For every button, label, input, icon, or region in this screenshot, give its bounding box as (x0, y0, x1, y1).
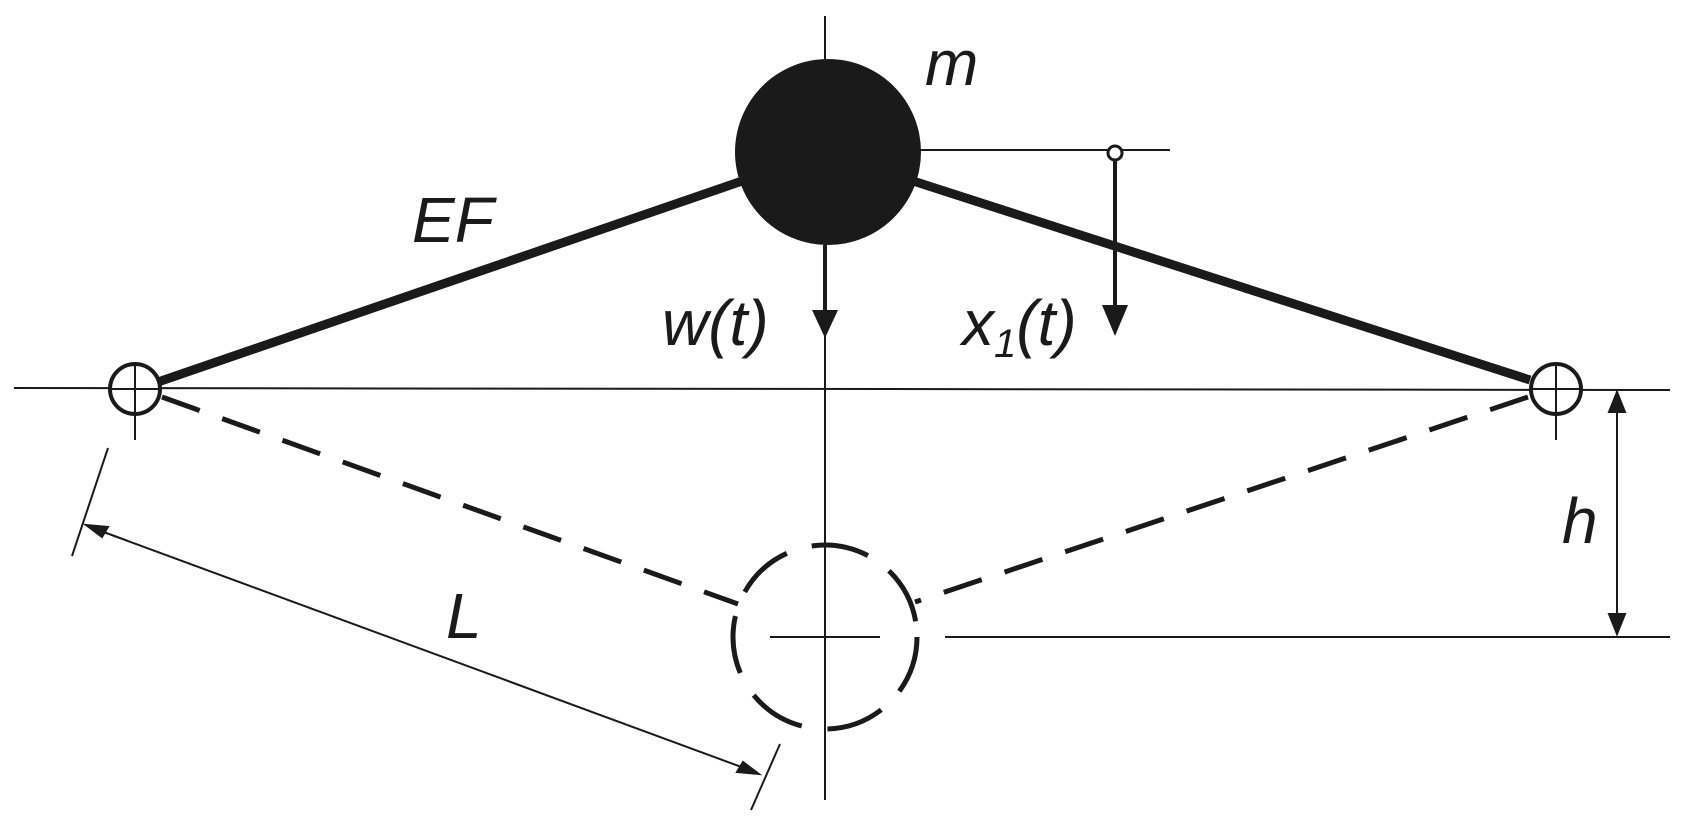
x1-label: x1(t) (959, 287, 1077, 366)
length-label: L (446, 580, 482, 652)
length-dimension-line (89, 526, 756, 773)
stiffness-label: EF (412, 184, 498, 256)
horizontal-axis (13, 387, 1671, 391)
length-extension-left (71, 447, 109, 557)
w-label-symbol: w (662, 287, 712, 359)
x1-label-symbol: x (959, 287, 996, 359)
left-bar (156, 175, 747, 387)
left-bar-deflected (161, 394, 739, 607)
height-dimension (1607, 389, 1627, 637)
w-label-arg: (t) (708, 287, 768, 359)
x1-label-arg: (t) (1016, 287, 1076, 359)
right-support (1529, 362, 1583, 440)
mass-deflected (730, 542, 920, 732)
length-extension-right (750, 743, 781, 811)
right-bar (908, 175, 1532, 385)
x1-label-subscript: 1 (994, 322, 1016, 366)
left-support (108, 362, 162, 440)
mass (735, 59, 921, 245)
deflected-configuration (161, 394, 1529, 732)
bars (156, 175, 1532, 387)
right-bar-deflected (914, 394, 1529, 605)
w-label: w(t) (662, 287, 769, 359)
length-dimension (71, 447, 781, 811)
x1-displacement-arrow (1102, 144, 1128, 336)
mass-label: m (925, 27, 978, 99)
height-label: h (1562, 485, 1598, 557)
w-displacement-arrow (812, 245, 838, 338)
